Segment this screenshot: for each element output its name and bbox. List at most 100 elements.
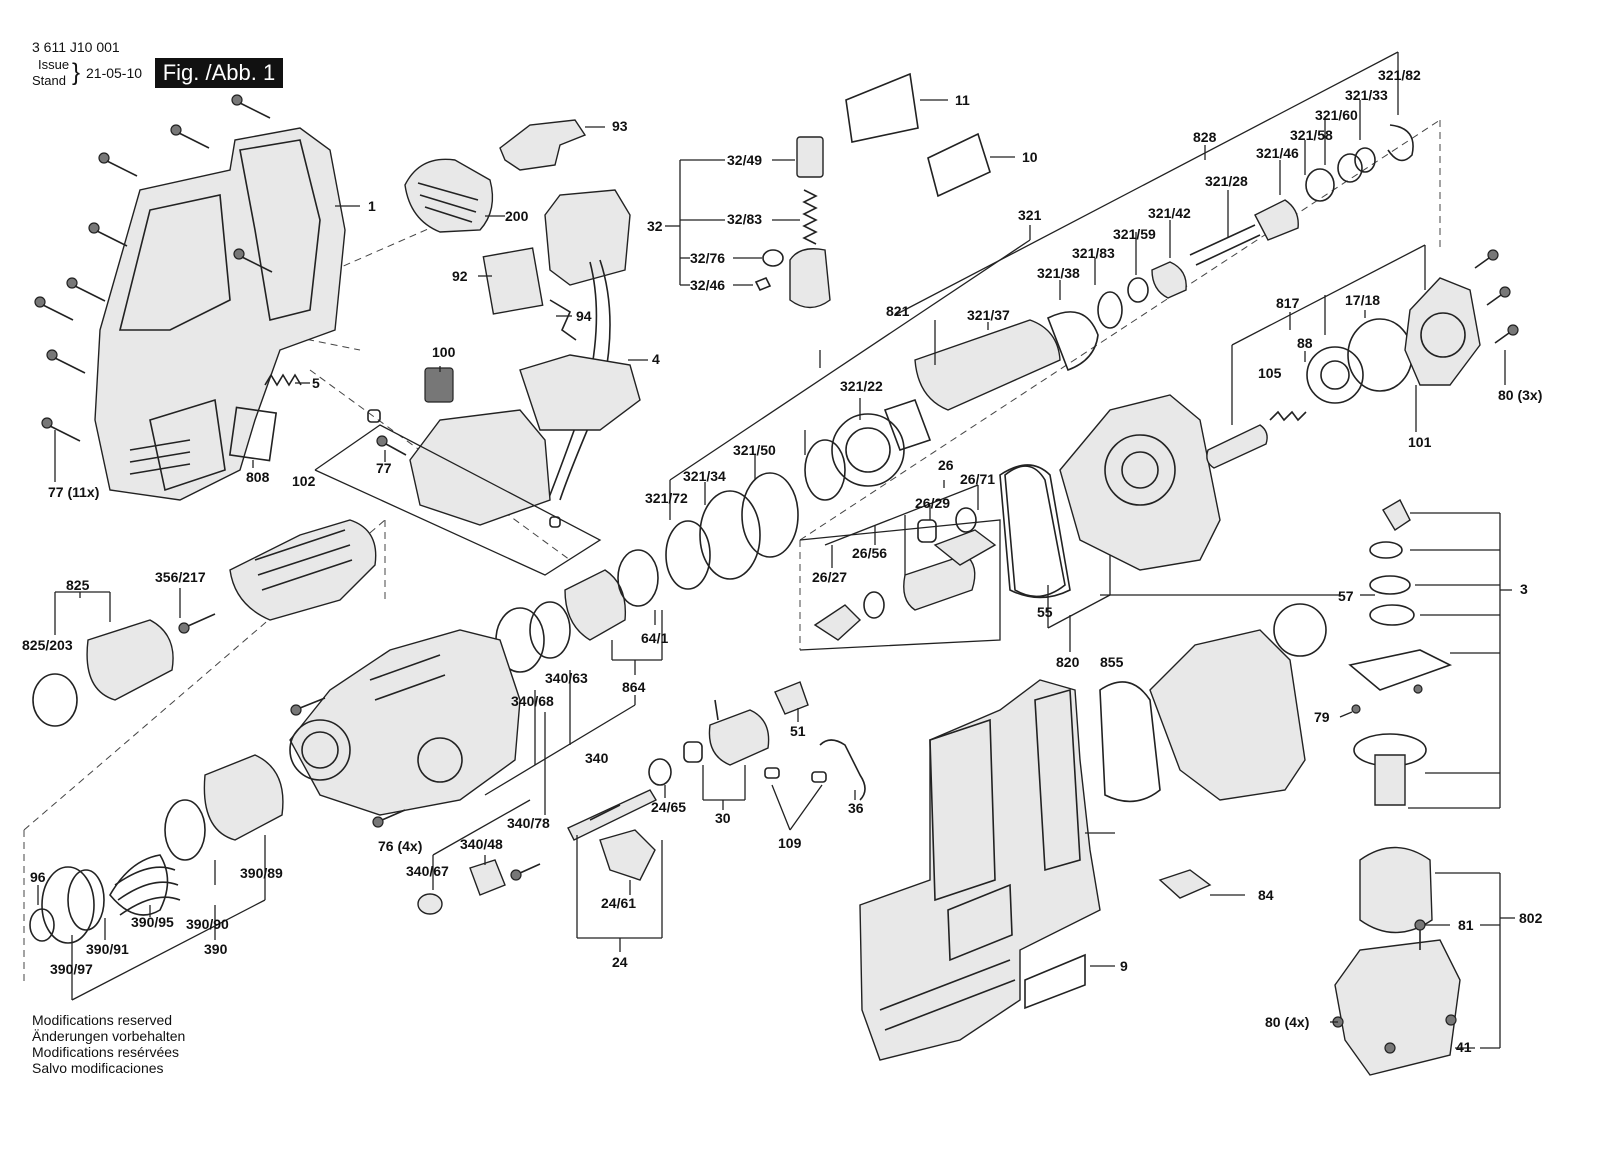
shaft-24 bbox=[567, 758, 672, 881]
cover-101 bbox=[1404, 277, 1481, 386]
part-number-label: 340/78 bbox=[507, 815, 550, 831]
tube-864 bbox=[495, 549, 659, 673]
part-number-label: 321/82 bbox=[1378, 67, 1421, 83]
part-number-label: 321/42 bbox=[1148, 205, 1191, 221]
hammer-tube-821 bbox=[831, 291, 1123, 487]
screw-icon bbox=[1384, 1042, 1396, 1054]
part-number-label: 88 bbox=[1297, 335, 1313, 351]
spindle-parts-828 bbox=[1127, 124, 1414, 303]
screw-icon bbox=[41, 417, 81, 442]
gearbox-lower bbox=[1149, 629, 1306, 801]
part-number-label: 32 bbox=[647, 218, 663, 234]
switch-84 bbox=[1158, 869, 1212, 899]
part-number-label: 26/71 bbox=[960, 471, 995, 487]
chuck-825 bbox=[32, 519, 377, 727]
screw-icon bbox=[1494, 324, 1519, 344]
stator-802 bbox=[1359, 846, 1433, 934]
part-number-label: 321/28 bbox=[1205, 173, 1248, 189]
part-number-label: 57 bbox=[1338, 588, 1354, 604]
part-number-label: 41 bbox=[1456, 1039, 1472, 1055]
part-number-label: 390/90 bbox=[186, 916, 229, 932]
screw-icon bbox=[46, 349, 86, 374]
part-number-label: 79 bbox=[1314, 709, 1330, 725]
part-number-label: 340/68 bbox=[511, 693, 554, 709]
screw-icon bbox=[178, 613, 216, 634]
part-number-label: 26/29 bbox=[915, 495, 950, 511]
striker-group-26 bbox=[799, 507, 1001, 651]
shaft-105 bbox=[1206, 410, 1307, 469]
part-number-label: 321/37 bbox=[967, 307, 1010, 323]
part-number-label: 5 bbox=[312, 375, 320, 391]
part-number-label: 855 bbox=[1100, 654, 1124, 670]
part-number-label: 77 bbox=[376, 460, 392, 476]
sleeve-390 bbox=[29, 754, 284, 944]
part-number-label: 24/61 bbox=[601, 895, 636, 911]
screw-icon bbox=[1445, 1014, 1457, 1026]
screw-icon bbox=[1413, 684, 1423, 694]
part-number-label: 64/1 bbox=[641, 630, 668, 646]
part-number-label: 26/56 bbox=[852, 545, 887, 561]
part-number-label: 321/46 bbox=[1256, 145, 1299, 161]
part-51 bbox=[774, 681, 809, 715]
part-number-label: 10 bbox=[1022, 149, 1038, 165]
screw-icon bbox=[88, 222, 128, 247]
part-number-label: 321/72 bbox=[645, 490, 688, 506]
part-number-label: 390/95 bbox=[131, 914, 174, 930]
clip-94 bbox=[549, 299, 577, 341]
part-number-label: 32/76 bbox=[690, 250, 725, 266]
board-92 bbox=[482, 247, 544, 315]
screw-icon bbox=[1351, 704, 1361, 714]
part-number-label: 808 bbox=[246, 469, 270, 485]
part-number-label: 390/89 bbox=[240, 865, 283, 881]
part-number-label: 321/59 bbox=[1113, 226, 1156, 242]
cover-200 bbox=[404, 158, 494, 233]
screws-left bbox=[34, 94, 273, 442]
clamp-36 bbox=[819, 739, 866, 801]
motor-group-3 bbox=[1348, 499, 1453, 806]
brush-group-32 bbox=[754, 136, 831, 309]
part-number-label: 96 bbox=[30, 869, 46, 885]
part-number-label: 390/97 bbox=[50, 961, 93, 977]
screw-icon bbox=[372, 809, 406, 828]
part-number-label: 321/33 bbox=[1345, 87, 1388, 103]
part-number-label: 30 bbox=[715, 810, 731, 826]
part-number-label: 340/63 bbox=[545, 670, 588, 686]
screw-icon bbox=[233, 248, 273, 273]
screw-icon bbox=[376, 435, 407, 456]
screw-icon bbox=[290, 697, 326, 716]
part-340-48 bbox=[469, 859, 506, 896]
screw-icon bbox=[1414, 919, 1426, 950]
part-number-label: 321 bbox=[1018, 207, 1042, 223]
part-number-label: 9 bbox=[1120, 958, 1128, 974]
screw-icon bbox=[1474, 249, 1499, 269]
part-number-label: 200 bbox=[505, 208, 529, 224]
stand-label: Stand bbox=[32, 73, 66, 88]
part-number-label: 32/83 bbox=[727, 211, 762, 227]
note-en: Modifications reserved bbox=[32, 1012, 173, 1028]
part-number-label: 92 bbox=[452, 268, 468, 284]
part-number-label: 94 bbox=[576, 308, 592, 324]
part-340-67 bbox=[417, 893, 443, 915]
housing-half-right bbox=[859, 679, 1101, 1061]
part-number-label: 101 bbox=[1408, 434, 1432, 450]
part-number-label: 828 bbox=[1193, 129, 1217, 145]
part-number-label: 1 bbox=[368, 198, 376, 214]
part-number-label: 821 bbox=[886, 303, 910, 319]
screw-icon bbox=[66, 277, 106, 302]
part-number-label: 84 bbox=[1258, 887, 1274, 903]
screw-icon bbox=[231, 94, 271, 119]
spring-5 bbox=[264, 373, 302, 387]
part-100 bbox=[424, 367, 454, 403]
part-number-label: 321/22 bbox=[840, 378, 883, 394]
figure-label: Fig. /Abb. 1 bbox=[155, 58, 283, 88]
box-102 bbox=[314, 424, 602, 576]
part-93 bbox=[499, 119, 587, 171]
note-de: Änderungen vorbehalten bbox=[32, 1028, 186, 1044]
part-number-label: 321/58 bbox=[1290, 127, 1333, 143]
part-number-label: 340/48 bbox=[460, 836, 503, 852]
screw-icon bbox=[34, 296, 74, 321]
part-number-label: 76 (4x) bbox=[378, 838, 422, 854]
part-number-label: 321/83 bbox=[1072, 245, 1115, 261]
pin-102 bbox=[367, 409, 381, 423]
